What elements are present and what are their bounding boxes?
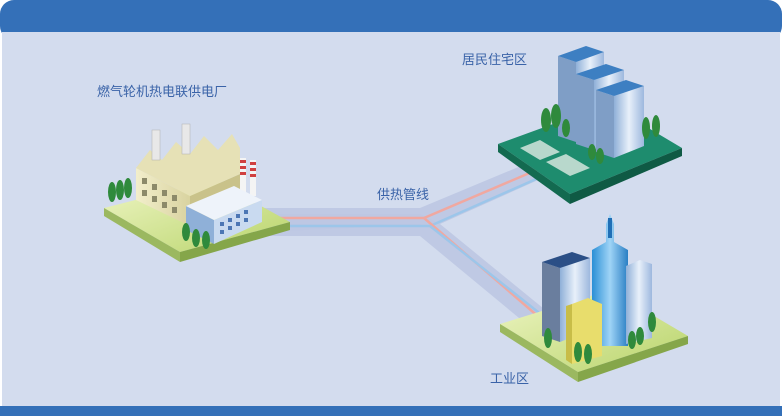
power-plant-icon [104, 123, 290, 262]
residential-label: 居民住宅区 [462, 53, 528, 68]
footer-bar [0, 406, 782, 416]
industrial-icon [500, 214, 688, 382]
power-plant-label: 燃气轮机热电联供电厂 [97, 85, 228, 100]
pipeline-label: 供热管线 [377, 188, 430, 203]
industrial-label: 工业区 [490, 372, 530, 387]
header-bar [0, 0, 782, 40]
residential-icon [498, 46, 682, 204]
